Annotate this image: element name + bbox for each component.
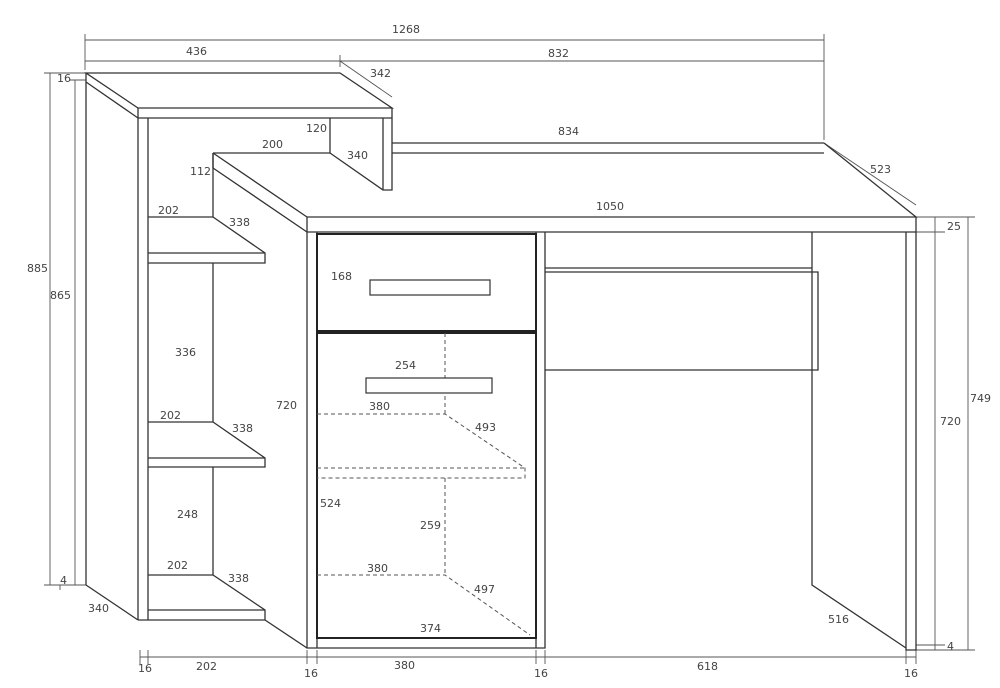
dim-168: 168 (331, 270, 352, 283)
dim-1268: 1268 (392, 23, 420, 36)
dim-523: 523 (870, 163, 891, 176)
dim-618: 618 (697, 660, 718, 673)
dim-374: 374 (420, 622, 441, 635)
dim-436: 436 (186, 45, 207, 58)
dim-25: 25 (947, 220, 961, 233)
dim-4-right: 4 (947, 640, 954, 653)
dim-1050: 1050 (596, 200, 624, 213)
dim-720-right: 720 (940, 415, 961, 428)
dim-885: 885 (27, 262, 48, 275)
dim-524: 524 (320, 497, 341, 510)
dim-720-cabinet: 720 (276, 399, 297, 412)
dim-120: 120 (306, 122, 327, 135)
dim-254: 254 (395, 359, 416, 372)
dim-338-shelf3: 338 (228, 572, 249, 585)
desk (212, 142, 918, 651)
dim-202-shelf1: 202 (158, 204, 179, 217)
dimension-labels: 1268 436 832 342 16 120 200 340 834 523 … (27, 23, 991, 680)
door-handle[interactable] (365, 377, 493, 394)
dim-202-shelf2: 202 (160, 409, 181, 422)
dim-202-bottom: 202 (196, 660, 217, 673)
dim-832: 832 (548, 47, 569, 60)
dim-834: 834 (558, 125, 579, 138)
dim-493: 493 (475, 421, 496, 434)
dim-16-top: 16 (57, 72, 71, 85)
dim-200: 200 (262, 138, 283, 151)
dim-16-b3: 16 (534, 667, 548, 680)
dim-202-shelf3: 202 (167, 559, 188, 572)
dim-865: 865 (50, 289, 71, 302)
dim-497: 497 (474, 583, 495, 596)
dim-259: 259 (420, 519, 441, 532)
dim-340-base: 340 (88, 602, 109, 615)
dim-516: 516 (828, 613, 849, 626)
shelving-unit (83, 72, 824, 649)
dim-112: 112 (190, 165, 211, 178)
dim-342: 342 (370, 67, 391, 80)
dim-248: 248 (177, 508, 198, 521)
dim-380-bottom: 380 (367, 562, 388, 575)
dim-749: 749 (970, 392, 991, 405)
dim-336: 336 (175, 346, 196, 359)
dim-16-b1: 16 (138, 662, 152, 675)
dim-340-upper: 340 (347, 149, 368, 162)
dim-380-inner: 380 (369, 400, 390, 413)
dim-338-shelf1: 338 (229, 216, 250, 229)
dim-4-left: 4 (60, 574, 67, 587)
dim-16-b2: 16 (304, 667, 318, 680)
dim-338-shelf2: 338 (232, 422, 253, 435)
dim-16-b4: 16 (904, 667, 918, 680)
drawer-handle[interactable] (369, 279, 491, 296)
dim-380-bottom-span: 380 (394, 659, 415, 672)
